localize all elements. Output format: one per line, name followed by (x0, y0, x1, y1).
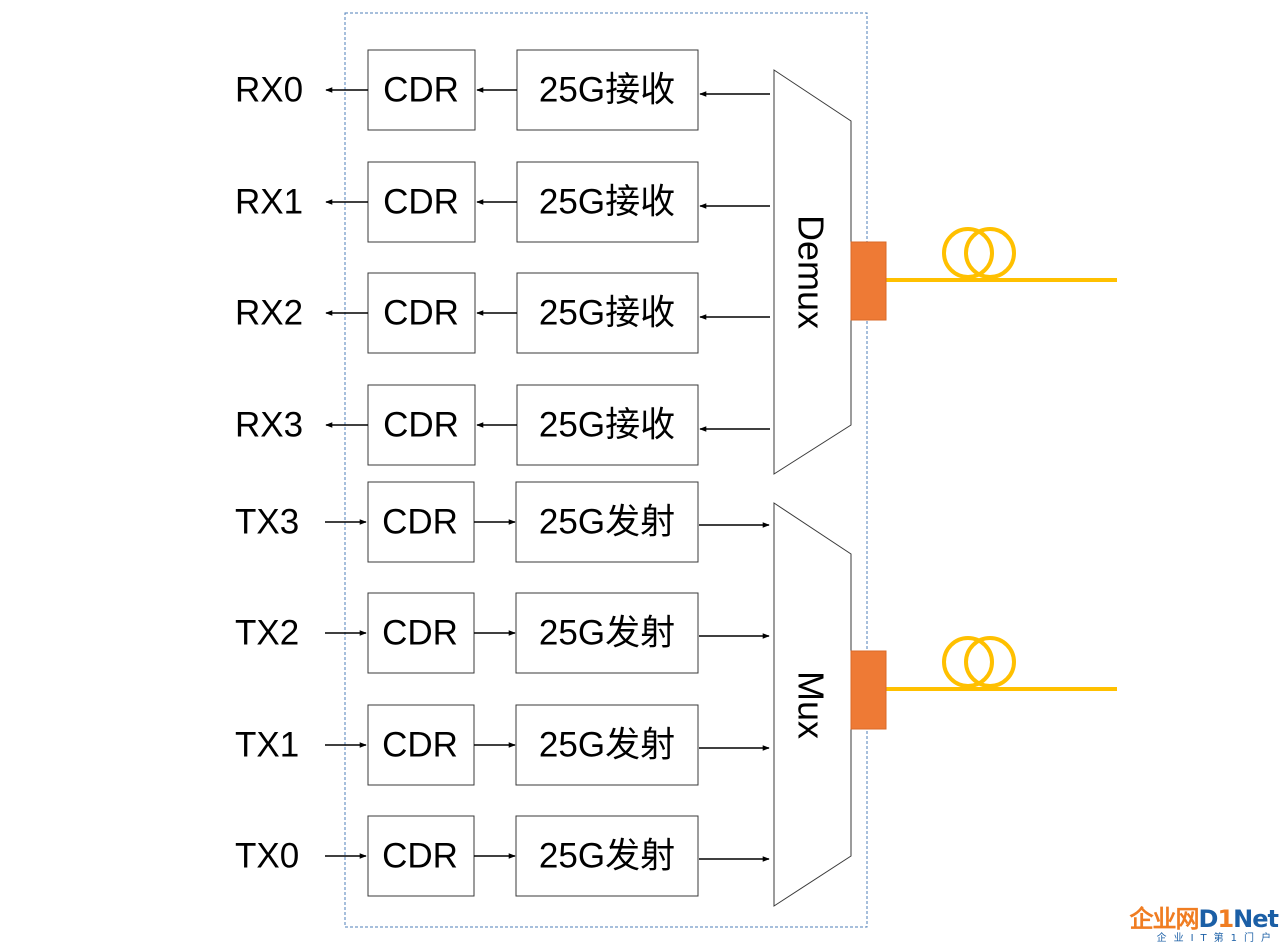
mux-fiber (850, 636, 1117, 730)
mux-label: Mux (790, 671, 831, 739)
tx-port-label: TX2 (235, 614, 299, 653)
tx-cdr-label: CDR (382, 726, 458, 765)
rx-receiver-box (516, 49, 699, 131)
tx-transmitter-box (515, 592, 699, 674)
tx-cdr-label: CDR (382, 837, 458, 876)
tx-cdr-box (367, 592, 475, 674)
rx-cdr-box (367, 272, 476, 354)
rx-receiver-box (516, 272, 699, 354)
tx-transmitter-label: 25G发射 (539, 614, 675, 653)
tx-cdr-box (367, 704, 475, 786)
rx-cdr-label: CDR (383, 71, 459, 110)
watermark-brand: 企业网D1Net (1129, 905, 1279, 933)
tx-cdr-box (367, 481, 475, 563)
rx-port-label: RX3 (235, 406, 303, 445)
watermark-brand-1: 1 (1217, 905, 1234, 933)
tx-transmitter-box (515, 704, 699, 786)
rx-receiver-label: 25G接收 (539, 71, 675, 110)
demux-block (773, 69, 852, 475)
rx-receiver-box (516, 384, 699, 466)
demux-connector (850, 241, 887, 321)
rx-cdr-label: CDR (383, 183, 459, 222)
rx-cdr-box (367, 49, 476, 131)
tx-cdr-box (367, 815, 475, 897)
tx-transmitter-box (515, 481, 699, 563)
tx-cdr-label: CDR (382, 503, 458, 542)
rx-port-label: RX0 (235, 71, 303, 110)
rx-receiver-label: 25G接收 (539, 406, 675, 445)
rx-cdr-label: CDR (383, 294, 459, 333)
demux-label: Demux (790, 215, 831, 329)
tx-cdr-label: CDR (382, 614, 458, 653)
tx-port-label: TX0 (235, 837, 299, 876)
watermark-brand-d: D (1198, 905, 1219, 933)
rx-cdr-label: CDR (383, 406, 459, 445)
rx-cdr-box (367, 161, 476, 243)
tx-transmitter-label: 25G发射 (539, 503, 675, 542)
tx-port-label: TX1 (235, 726, 299, 765)
rx-cdr-box (367, 384, 476, 466)
tx-transmitter-label: 25G发射 (539, 837, 675, 876)
watermark-brand-cn: 企业网 (1129, 905, 1200, 933)
rx-port-label: RX1 (235, 183, 303, 222)
watermark-subtitle: 企业IT第1门户 (1156, 933, 1278, 944)
watermark-logo: 企业网D1Net 企业IT第1门户 (1118, 905, 1279, 945)
tx-port-label: TX3 (235, 503, 299, 542)
rx-receiver-box (516, 161, 699, 243)
module-outline (344, 12, 868, 928)
rx-receiver-label: 25G接收 (539, 294, 675, 333)
rx-receiver-label: 25G接收 (539, 183, 675, 222)
mux-connector (850, 650, 887, 730)
watermark-brand-net: Net (1233, 905, 1279, 933)
demux-fiber (850, 227, 1117, 321)
rx-port-label: RX2 (235, 294, 303, 333)
tx-transmitter-box (515, 815, 699, 897)
mux-block (773, 502, 852, 907)
tx-transmitter-label: 25G发射 (539, 726, 675, 765)
